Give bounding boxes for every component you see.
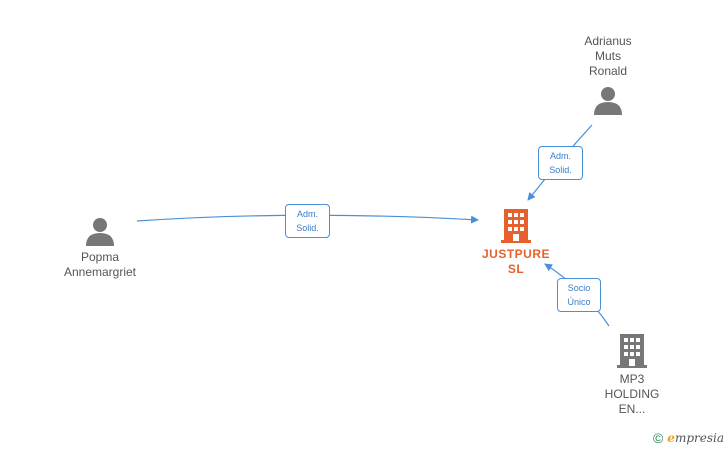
copyright-symbol: © xyxy=(652,430,664,446)
label-line: HOLDING xyxy=(604,387,660,401)
node-adrianus[interactable]: Adrianus Muts Ronald xyxy=(572,34,644,115)
footer-brand: © empresia xyxy=(653,430,724,446)
person-icon xyxy=(86,218,114,246)
brand-initial: e xyxy=(667,431,675,445)
relation-line: Adm. xyxy=(296,209,318,219)
node-popma-label: Popma Annemargriet xyxy=(52,250,148,280)
label-line: Ronald xyxy=(588,64,628,78)
building-icon xyxy=(501,209,531,243)
relation-label-mp3[interactable]: Socio Único xyxy=(557,278,601,312)
label-line: EN... xyxy=(618,402,646,416)
relation-label-popma[interactable]: Adm. Solid. xyxy=(285,204,330,238)
label-line: Popma xyxy=(80,250,120,264)
relation-line: Socio xyxy=(567,283,591,293)
node-mp3[interactable]: MP3 HOLDING EN... xyxy=(592,334,672,417)
brand-rest: mpresia xyxy=(674,431,724,445)
relation-line: Solid. xyxy=(296,223,319,233)
node-justpure-label: JUSTPURE SL xyxy=(474,247,558,277)
label-line: Annemargriet xyxy=(63,265,137,279)
relation-line: Solid. xyxy=(549,165,572,175)
relation-label-adrianus[interactable]: Adm. Solid. xyxy=(538,146,583,180)
relation-line: Único xyxy=(567,297,591,307)
label-line: MP3 xyxy=(619,372,645,386)
node-justpure[interactable]: JUSTPURE SL xyxy=(474,209,558,277)
brand-logo: empresia xyxy=(667,431,724,445)
person-icon xyxy=(594,87,622,115)
label-line: JUSTPURE xyxy=(481,247,550,261)
label-line: Muts xyxy=(594,49,621,63)
building-icon xyxy=(617,334,647,368)
relation-line: Adm. xyxy=(549,151,571,161)
label-line: Adrianus xyxy=(584,34,632,48)
label-line: SL xyxy=(507,262,525,276)
node-popma[interactable]: Popma Annemargriet xyxy=(52,216,148,280)
node-adrianus-label: Adrianus Muts Ronald xyxy=(572,34,644,79)
node-mp3-label: MP3 HOLDING EN... xyxy=(592,372,672,417)
